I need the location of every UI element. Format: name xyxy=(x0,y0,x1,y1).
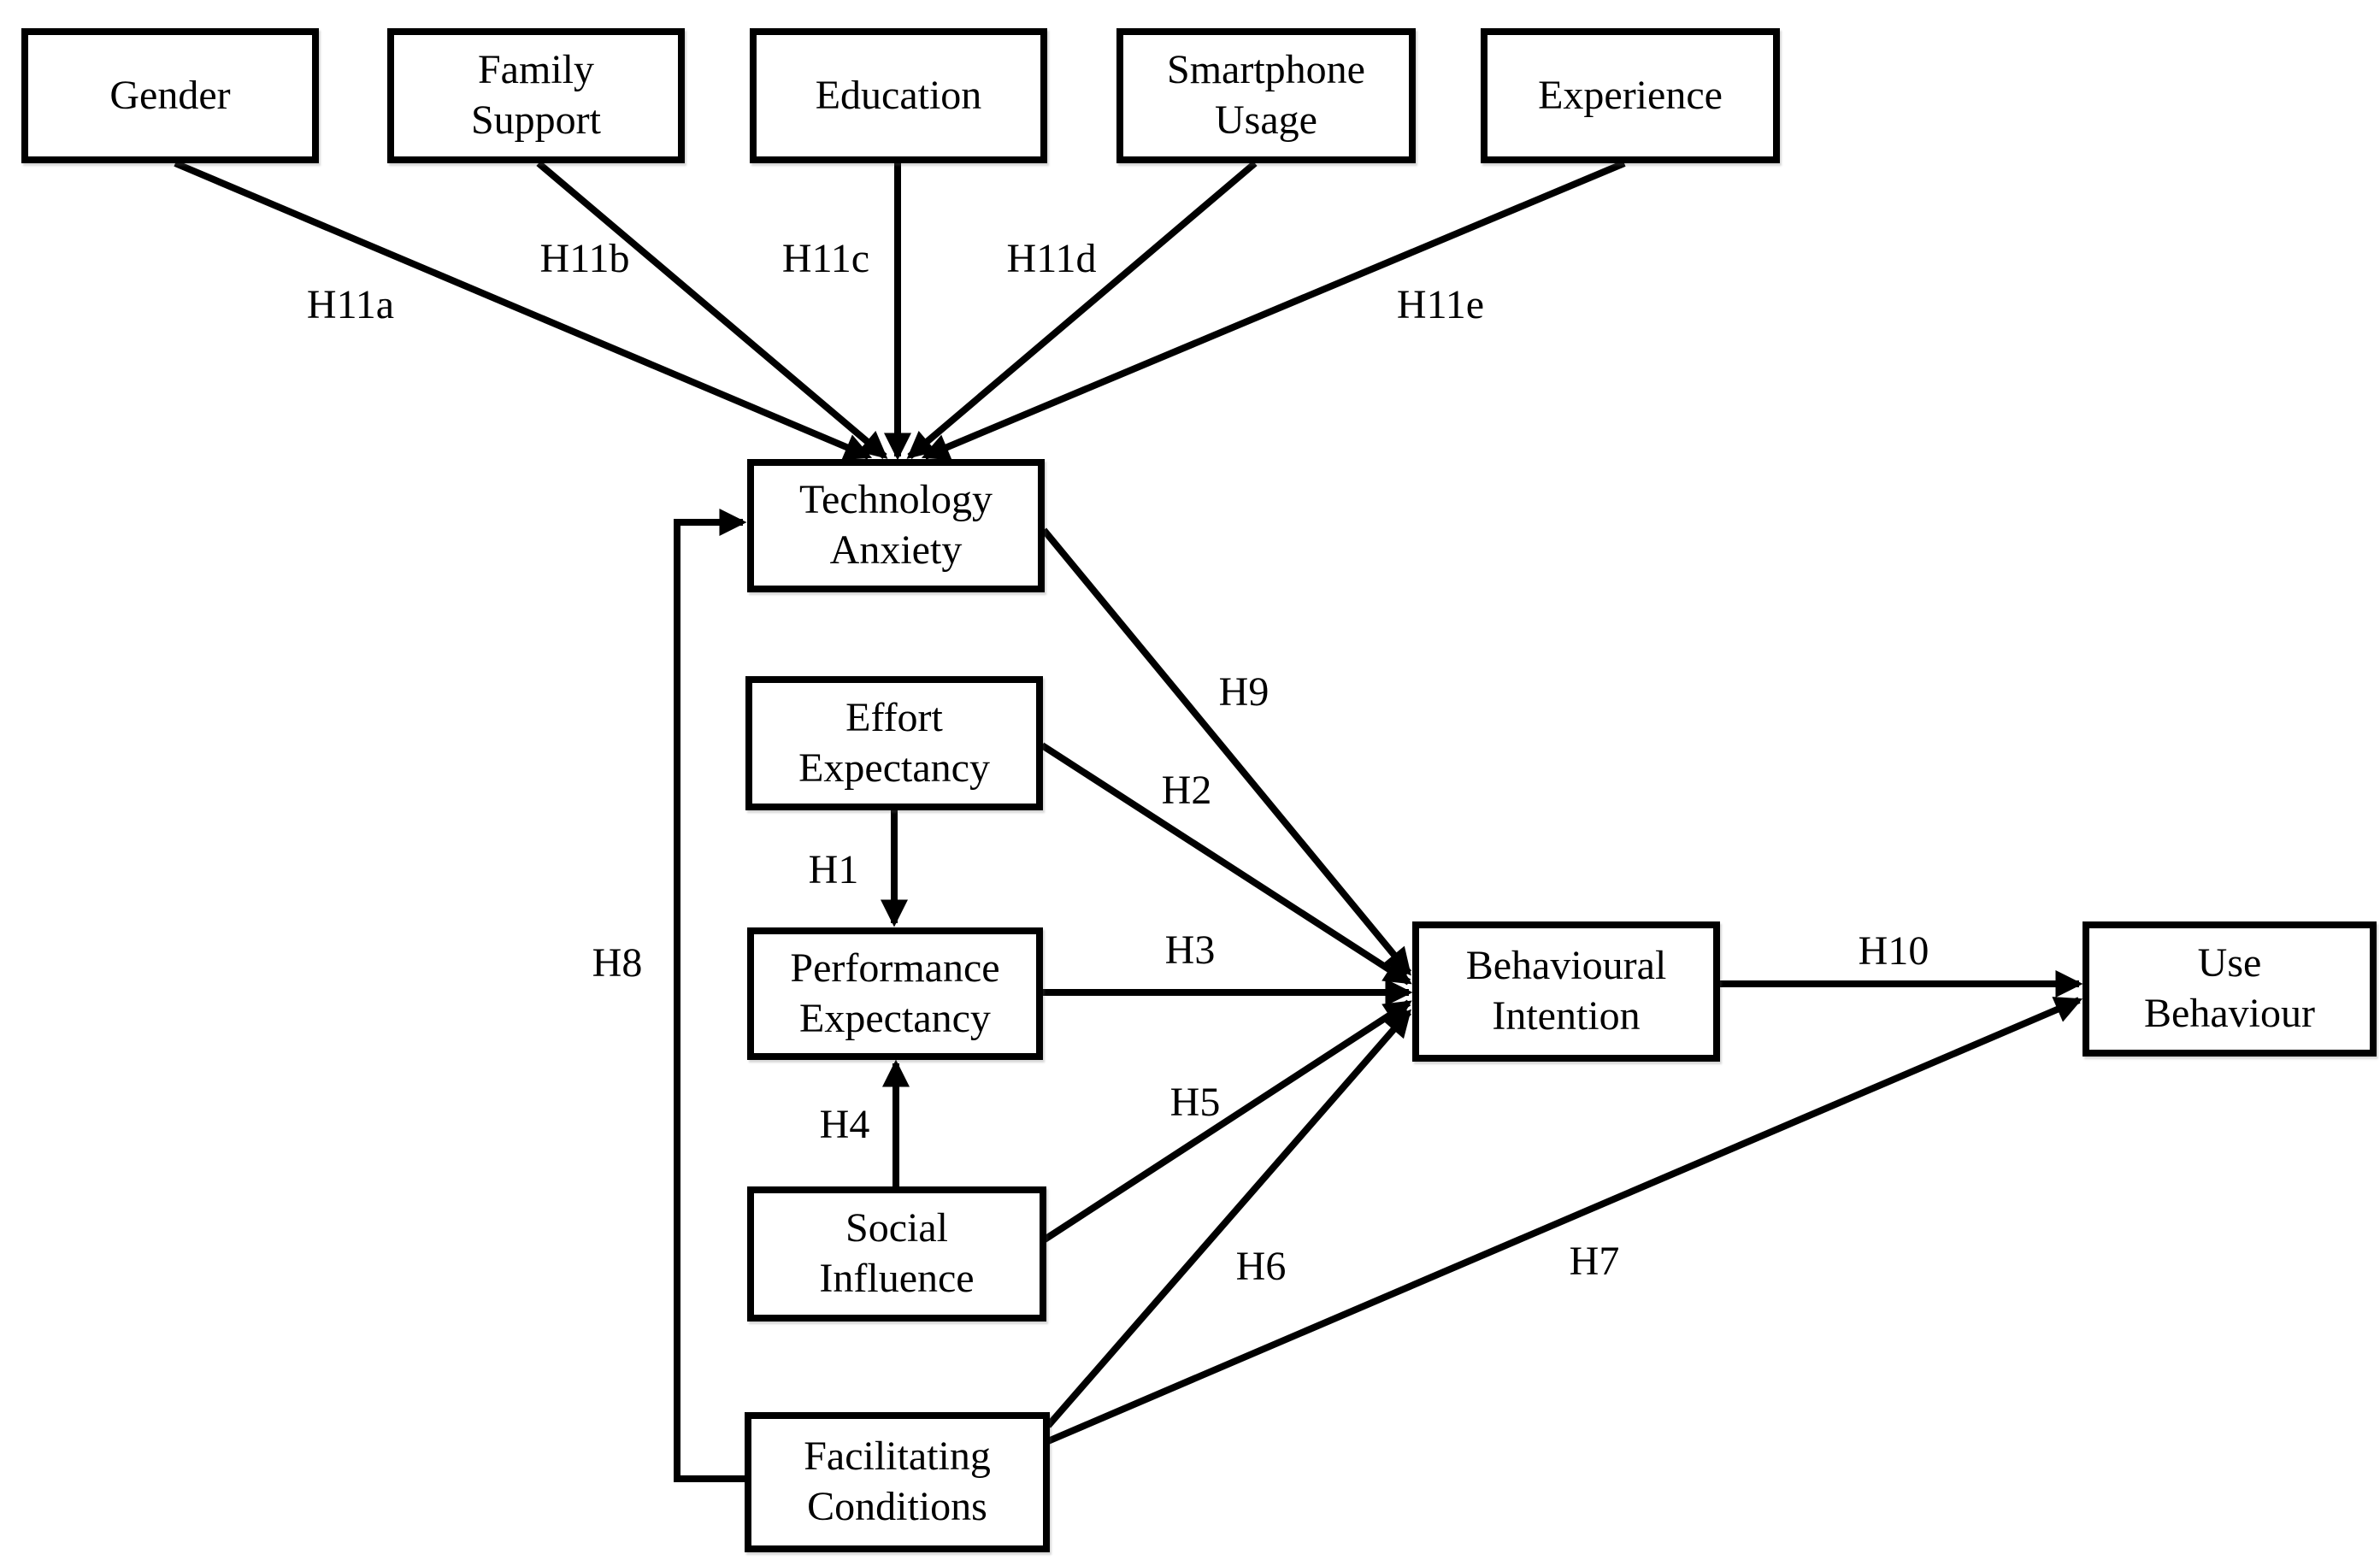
node-performance-expectancy: Performance Expectancy xyxy=(747,927,1043,1060)
edge-h2-line xyxy=(1040,742,1412,986)
edge-h6-line xyxy=(1045,1009,1412,1428)
edge-label-h11d: H11d xyxy=(1006,236,1097,281)
node-smartphone-usage-label: Smartphone Usage xyxy=(1167,47,1365,143)
node-family-support: Family Support xyxy=(387,28,685,163)
node-social-influence: Social Influence xyxy=(747,1186,1046,1322)
node-social-influence-label: Social Influence xyxy=(819,1205,975,1301)
node-family-support-label: Family Support xyxy=(470,47,601,143)
edge-h8-line xyxy=(674,509,747,1482)
node-experience-label: Experience xyxy=(1538,72,1723,118)
node-education-label: Education xyxy=(815,72,982,118)
edge-label-h9: H9 xyxy=(1218,669,1270,715)
node-effort-expectancy-label: Effort Expectancy xyxy=(798,694,990,791)
edge-h9-line xyxy=(1040,527,1412,976)
node-behavioural-intention-label: Behavioural Intention xyxy=(1465,943,1667,1039)
edge-h5-line xyxy=(1042,999,1412,1243)
node-smartphone-usage: Smartphone Usage xyxy=(1116,28,1416,163)
node-technology-anxiety: Technology Anxiety xyxy=(747,459,1045,592)
edge-label-h6: H6 xyxy=(1235,1244,1287,1289)
edge-label-h1: H1 xyxy=(808,847,859,892)
edge-h11a-line xyxy=(174,160,873,461)
edge-label-h7: H7 xyxy=(1569,1239,1620,1284)
edge-h11b-line xyxy=(536,160,888,460)
edge-label-h2: H2 xyxy=(1161,768,1212,813)
node-facilitating-conditions-label: Facilitating Conditions xyxy=(804,1433,991,1529)
node-performance-expectancy-label: Performance Expectancy xyxy=(790,945,1000,1041)
edge-label-h5: H5 xyxy=(1169,1080,1221,1125)
node-gender-label: Gender xyxy=(109,72,231,118)
node-gender: Gender xyxy=(21,28,319,163)
node-facilitating-conditions: Facilitating Conditions xyxy=(745,1412,1050,1552)
node-education: Education xyxy=(750,28,1047,163)
node-use-behaviour: Use Behaviour xyxy=(2082,921,2377,1057)
edge-h11d-line xyxy=(906,160,1258,460)
edge-label-h11a: H11a xyxy=(306,282,395,327)
edge-label-h8: H8 xyxy=(592,940,643,986)
edge-label-h3: H3 xyxy=(1164,927,1216,973)
edge-label-h11b: H11b xyxy=(539,236,630,281)
edge-h7-line xyxy=(1046,997,2083,1445)
node-technology-anxiety-label: Technology Anxiety xyxy=(799,477,993,573)
edge-label-h11c: H11c xyxy=(781,236,870,281)
node-behavioural-intention: Behavioural Intention xyxy=(1412,921,1720,1062)
edge-label-h4: H4 xyxy=(819,1102,870,1147)
node-effort-expectancy: Effort Expectancy xyxy=(745,676,1043,810)
edge-label-h10: H10 xyxy=(1858,928,1929,974)
edge-label-h11e: H11e xyxy=(1396,282,1485,327)
edge-h11e-line xyxy=(921,160,1626,461)
node-use-behaviour-label: Use Behaviour xyxy=(2144,940,2315,1036)
node-experience: Experience xyxy=(1481,28,1780,163)
